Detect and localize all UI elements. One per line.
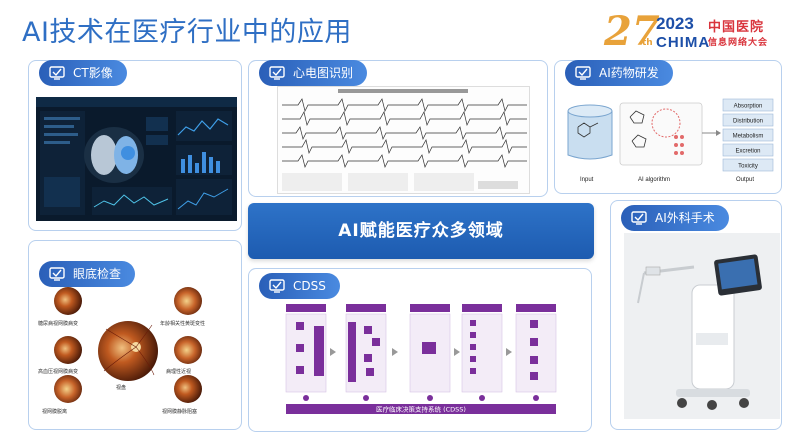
tag-drug: AI药物研发 <box>565 60 673 86</box>
tag-fundus-label: 眼底检查 <box>73 267 122 281</box>
fundus-photo <box>174 287 202 315</box>
chima-logo: 27 th 2023 CHIMA 中国医院 信息网络大会 <box>604 10 784 58</box>
ecg-waveform-graphic <box>282 89 527 191</box>
tag-surgery-label: AI外科手术 <box>655 211 715 225</box>
monitor-check-icon <box>269 66 285 80</box>
output-item: Toxicity <box>738 164 758 170</box>
center-banner: AI赋能医疗众多领域 <box>248 203 594 259</box>
monitor-check-icon <box>631 211 647 225</box>
fundus-photo <box>174 375 202 403</box>
tag-fundus: 眼底检查 <box>39 261 136 287</box>
output-list: Absorption Distribution Metabolism Excre… <box>722 98 774 172</box>
svg-text:视网膜脱离: 视网膜脱离 <box>42 408 67 415</box>
fundus-photo <box>54 336 82 364</box>
drug-pipeline-diagram: Absorption Distribution Metabolism Excre… <box>558 93 776 187</box>
fundus-photo <box>54 287 82 315</box>
monitor-check-icon <box>49 267 65 281</box>
molecule-icon <box>577 122 599 138</box>
cdss-architecture-diagram: 医疗临床决策支持系统 (CDSS) <box>284 302 560 414</box>
logo-number: 27 <box>604 8 660 55</box>
fundus-images: 糖尿病视网膜病变 年龄相关性黄斑变性 高血压视网膜病变 病理性近视 视盘 视网膜… <box>36 285 226 420</box>
fundus-photo <box>174 336 202 364</box>
drug-output-label: Output <box>736 177 754 183</box>
tag-ecg: 心电图识别 <box>259 60 368 86</box>
output-item: Distribution <box>733 119 763 125</box>
svg-text:视盘: 视盘 <box>116 384 126 391</box>
logo-cn-line1: 中国医院 <box>708 20 765 35</box>
logo-year: 2023 <box>656 14 694 33</box>
slide-title: AI技术在医疗行业中的应用 <box>22 17 352 48</box>
fundus-photo <box>54 375 82 403</box>
surgical-robot-image <box>624 233 780 419</box>
ct-scan-image <box>36 97 237 221</box>
monitor-check-icon <box>269 279 285 293</box>
svg-text:病理性近视: 病理性近视 <box>166 368 191 375</box>
output-item: Absorption <box>734 104 763 110</box>
svg-text:年龄相关性黄斑变性: 年龄相关性黄斑变性 <box>160 320 205 327</box>
monitor-check-icon <box>49 66 65 80</box>
svg-text:视网膜静脉阻塞: 视网膜静脉阻塞 <box>162 408 197 415</box>
tag-cdss-label: CDSS <box>293 279 326 293</box>
svg-text:高血压视网膜病变: 高血压视网膜病变 <box>38 368 78 375</box>
monitor-check-icon <box>575 66 591 80</box>
tag-ct-label: CT影像 <box>73 66 113 80</box>
tag-ecg-label: 心电图识别 <box>293 66 354 80</box>
tag-surgery: AI外科手术 <box>621 205 729 231</box>
logo-suffix: th <box>642 38 653 48</box>
output-item: Metabolism <box>733 134 764 140</box>
svg-text:糖尿病视网膜病变: 糖尿病视网膜病变 <box>38 320 78 327</box>
tag-drug-label: AI药物研发 <box>599 66 659 80</box>
output-item: Excretion <box>735 149 760 155</box>
ct-dashboard-graphic <box>36 97 237 215</box>
drug-input-label: Input <box>580 177 594 183</box>
logo-cn-line2: 信息网络大会 <box>708 38 769 48</box>
logo-brand: CHIMA <box>656 34 711 51</box>
tag-ct: CT影像 <box>39 60 127 86</box>
drug-algo-label: AI algorithm <box>638 177 670 183</box>
ecg-report-image <box>277 86 530 194</box>
tag-cdss: CDSS <box>259 273 340 299</box>
cdss-footer-label: 医疗临床决策支持系统 (CDSS) <box>376 405 466 414</box>
fundus-photo-main <box>98 321 158 381</box>
